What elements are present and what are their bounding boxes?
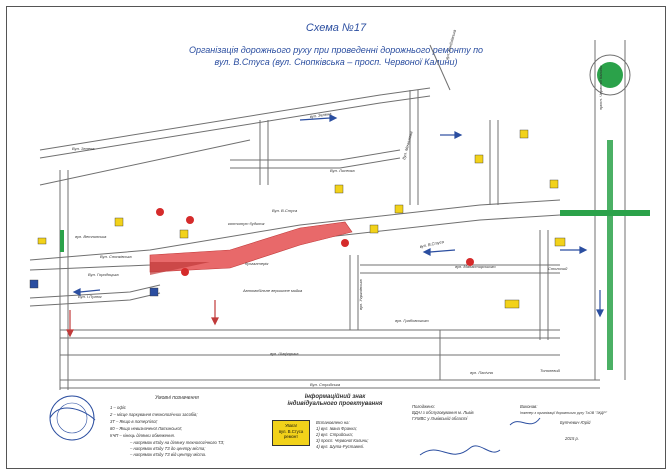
sign-13 <box>549 179 559 189</box>
sign-9 <box>334 184 344 194</box>
sign-8 <box>181 268 189 276</box>
repair-section <box>149 221 353 273</box>
sign-10 <box>369 224 379 234</box>
label-buhalt: бухгалтерія <box>245 261 269 266</box>
label-stol: Столичий <box>548 266 568 271</box>
label-mech: Вул. Мечникова <box>401 130 414 160</box>
arrow-1 <box>299 117 331 121</box>
scheme-title: Організація дорожнього руху при проведен… <box>188 45 484 55</box>
legend-item-7: – напрямок в'їзду ТЗ до центру міста; <box>130 446 206 451</box>
agreed-l1: ВДАІ з обслуговування м. Львів <box>412 410 474 415</box>
sign-12 <box>519 129 529 139</box>
green-median-h <box>560 210 650 216</box>
sign-17 <box>149 287 159 297</box>
label-bydlovs: вул. Бендлівська <box>444 28 457 60</box>
legend-item-8: – напрямок в'їзду ТЗ від центру міста. <box>130 452 207 457</box>
roundabout-green <box>597 62 623 88</box>
sign-markers <box>29 129 566 309</box>
label-zelena2: вул. Зелена <box>309 111 332 119</box>
sign-5 <box>186 216 194 224</box>
legend: Умовні позначення 1 – офіс 2 – місце пар… <box>110 393 280 458</box>
repair-hatch <box>150 262 210 275</box>
label-lysenka: Вул. Лисенка <box>330 168 355 173</box>
legend-item-4: 80 – Якщо невизначеної Латинської; <box>110 426 182 431</box>
agreed-block: Погоджено: ВДАІ з обслуговування м. Льві… <box>412 404 474 422</box>
scheme-number: Схема №17 <box>305 22 367 34</box>
info-sign-l2: вул. В.Стуса <box>278 428 304 434</box>
road-pulyuya <box>29 284 161 299</box>
legend-title: Умовні позначення <box>155 395 199 401</box>
sign-15 <box>394 204 404 214</box>
info-sign-l1: Увага! <box>285 423 297 428</box>
road-mech <box>230 149 401 161</box>
label-vetlinska: вул. Ветлинська <box>75 234 107 239</box>
road-main-top <box>29 199 561 261</box>
info-title-1: Інформаційний знак <box>304 394 366 400</box>
sign-18 <box>29 279 39 289</box>
signature-bottom <box>419 417 541 456</box>
detour-list: Встановлено на: 1) вул. Івана Франка; 2)… <box>316 420 368 450</box>
road-mech-b <box>230 157 401 169</box>
green-median-v <box>607 140 613 370</box>
label-stusa3: вул. В.Стуса <box>419 239 445 249</box>
label-stryiska: Вул. Стрийська <box>310 382 341 387</box>
detour-2: 2) вул. Стрийська; <box>316 432 353 437</box>
sign-4 <box>156 208 164 216</box>
label-shafarik: вул. Шафарика <box>270 351 299 356</box>
road-diag2 <box>429 44 451 91</box>
road-diag1 <box>39 139 251 186</box>
label-topol: Тополевий <box>540 368 561 373</box>
executor-head: Виконав: <box>520 404 538 409</box>
info-title-2: індивідуального проектування <box>287 401 383 407</box>
label-hrab: вул. Грабовського <box>395 318 429 323</box>
info-sign-l3: ремонт <box>283 434 299 439</box>
info-sign: Увага! вул. В.Стуса ремонт <box>272 420 310 446</box>
label-stusa1: Вул. В.Стуса <box>272 208 298 213</box>
label-kontyt: контитут будинок <box>228 221 266 226</box>
year: 2015 р. <box>565 436 579 441</box>
sign-1 <box>37 237 47 245</box>
arrow-2 <box>429 249 456 253</box>
map-sheet <box>6 6 666 469</box>
label-snopk: Вул. Снопківська <box>100 254 132 259</box>
label-kalyny: просп. Червоної Калини <box>598 65 603 110</box>
executor-name: Бутчевич Юрій <box>560 420 591 425</box>
scheme-subtitle: вул. В.Стуса (вул. Снопківська – просп. … <box>214 57 458 67</box>
sign-11 <box>504 299 520 309</box>
sign-7 <box>466 258 474 266</box>
legend-item-2: 2 – місце паркування технологічних засоб… <box>110 412 198 417</box>
agreed-head: Погоджено: <box>412 404 436 409</box>
sign-2 <box>114 217 124 227</box>
sign-16 <box>554 237 566 247</box>
label-ugryn: вул. Угринівська <box>358 279 363 310</box>
green-left <box>60 230 64 252</box>
detour-3: 3) просп. Червоної Калини; <box>316 438 369 443</box>
agreed-l2: ГУМВС у Львівській області <box>412 416 468 421</box>
label-manast: вул. Манастирського <box>455 264 496 269</box>
arrow-3 <box>79 289 101 293</box>
road-zelena-b <box>39 95 431 159</box>
detour-4: 4) вул. Шута-Руставелі. <box>316 444 365 449</box>
legend-item-6: – напрямок в'їзду на ділянку технологічн… <box>130 440 225 445</box>
stamp-left <box>49 395 96 441</box>
label-pulyuya: Вул. І.Пулюя <box>78 294 102 299</box>
road-zelena <box>39 87 431 151</box>
executor-l1: Інженер з організації дорожнього руху Тз… <box>520 411 607 415</box>
legend-item-1: 1 – офіс <box>110 405 126 410</box>
label-zelena: Вул. Зелена <box>72 146 95 151</box>
info-sign-title: Інформаційний знак індивідуального проек… <box>280 394 390 408</box>
roundabout-outer <box>589 54 631 96</box>
sign-6 <box>341 239 349 247</box>
detour-head: Встановлено на: <box>316 420 350 425</box>
legend-item-5: КЧП – кінець ділянки обмеження. <box>110 433 175 438</box>
label-avt: Автомобільне вершинне мийка <box>242 288 303 293</box>
sign-3 <box>179 229 189 239</box>
label-pasichna: вул. Пасічна <box>470 370 494 375</box>
sign-14 <box>474 154 484 164</box>
executor-block: Виконав: Інженер з організації дорожньог… <box>520 404 607 442</box>
legend-item-3: 3Т – Якщо в потерпілої; <box>110 419 158 424</box>
detour-1: 1) вул. Івана Франка; <box>316 426 357 431</box>
label-gorodocka: Вул. Городоцька <box>88 272 119 277</box>
